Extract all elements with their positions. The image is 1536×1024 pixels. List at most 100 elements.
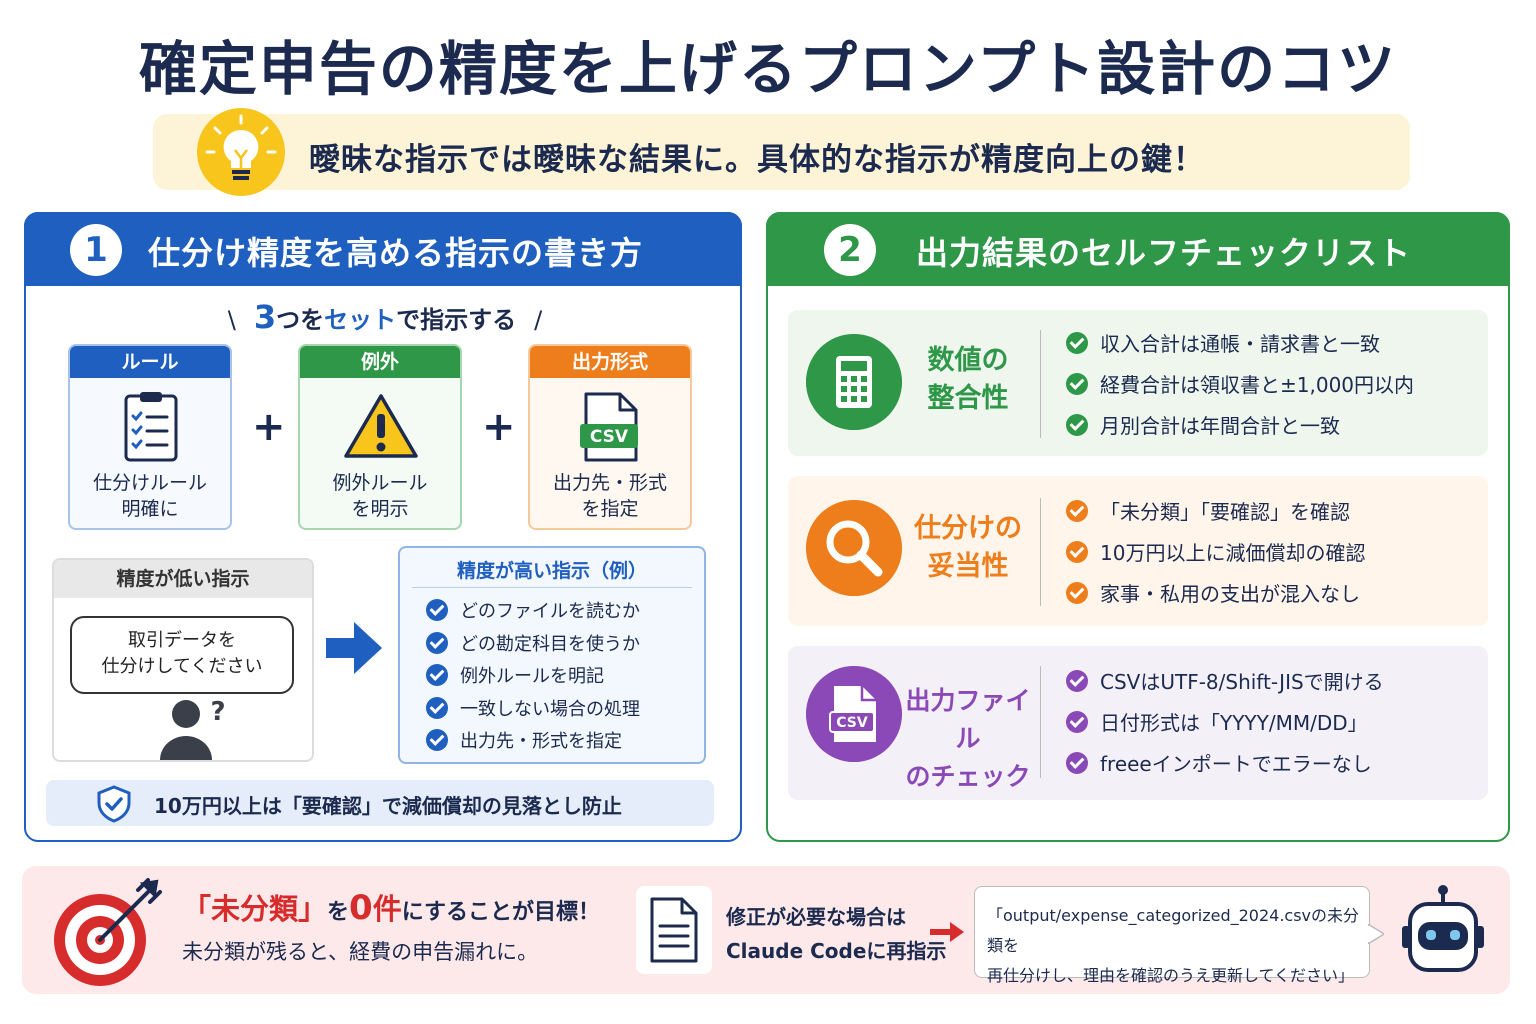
list-item: 「未分類」「要確認」を確認 <box>1066 490 1365 531</box>
list-item: CSVはUTF-8/Shift-JISで開ける <box>1066 660 1384 701</box>
card-rule-line2: 明確に <box>121 498 179 520</box>
goal-headline: 「未分類」を0件にすることが目標！ <box>182 886 600 928</box>
goal-uncategorized: 「未分類」 <box>182 892 328 926</box>
section-label-line1: 出力ファイル <box>905 686 1031 753</box>
panel-instruction-method: 1 仕分け精度を高める指示の書き方 \3つをセットで指示する/ ルール 仕分けル… <box>24 212 742 842</box>
list-item-text: 一致しない場合の処理 <box>460 698 640 720</box>
section-validity-label: 仕分けの 妥当性 <box>914 510 1022 586</box>
low-line2: 仕分けしてください <box>101 656 263 677</box>
plus-sign-1: + <box>252 404 286 450</box>
section-output-label: 出力ファイル のチェック <box>900 682 1036 796</box>
card-exception-text: 例外ルール を明示 <box>300 470 460 522</box>
goal-count-unit: 件 <box>372 892 402 926</box>
card-output-text: 出力先・形式 を指定 <box>530 470 690 522</box>
list-item: 10万円以上に減価償却の確認 <box>1066 531 1365 572</box>
card-rule-head: ルール <box>70 346 230 378</box>
panel2-number: 2 <box>824 224 876 276</box>
depreciation-note: 10万円以上は「要確認」で減価償却の見落とし防止 <box>46 780 714 826</box>
list-item: どの勘定科目を使うか <box>426 627 704 660</box>
checklist-clipboard-icon <box>124 392 178 462</box>
goal-subtext: 未分類が残ると、経費の申告漏れに。 <box>182 940 539 964</box>
list-item-text: 出力先・形式を指定 <box>460 731 622 753</box>
depreciation-note-text: 10万円以上は「要確認」で減価償却の見落とし防止 <box>154 794 622 818</box>
speech-bubble: 取引データを 仕分けしてください <box>70 616 294 694</box>
card-rule: ルール 仕分けルール 明確に <box>68 344 232 530</box>
check-circle-icon <box>1066 499 1088 522</box>
section-label-line1: 仕分けの <box>914 513 1022 544</box>
section-label-line1: 数値の <box>927 345 1009 376</box>
goal-tail: にすることが目標！ <box>401 900 600 925</box>
list-item: どのファイルを読むか <box>426 594 704 627</box>
list-item-text: 収入合計は通帳・請求書と一致 <box>1100 332 1380 356</box>
check-circle-icon <box>426 631 448 654</box>
check-circle-icon <box>1066 669 1088 692</box>
card-rule-text: 仕分けルール 明確に <box>70 470 230 522</box>
card-exception-head: 例外 <box>300 346 460 378</box>
check-circle-icon <box>1066 751 1088 774</box>
check-circle-icon <box>1066 413 1088 436</box>
magnifier-icon <box>806 500 902 596</box>
section-numeric-consistency: 数値の 整合性 収入合計は通帳・請求書と一致 経費合計は領収書と±1,000円以… <box>788 310 1488 456</box>
list-item-text: 経費合計は領収書と±1,000円以内 <box>1100 373 1415 397</box>
lightbulb-icon <box>197 108 285 196</box>
panel1-number: 1 <box>70 224 122 276</box>
check-circle-icon <box>1066 540 1088 563</box>
high-precision-list: どのファイルを読むか どの勘定科目を使うか 例外ルールを明記 一致しない場合の処… <box>400 588 704 757</box>
set-label-text1: つを <box>276 306 325 334</box>
section-label-line2: のチェック <box>905 762 1031 791</box>
command-line2: 再仕分けし、理由を確認のうえ更新してください」 <box>987 966 1355 985</box>
list-item-text: 月別合計は年間合計と一致 <box>1100 414 1340 438</box>
list-item-text: freeeインポートでエラーなし <box>1100 752 1372 776</box>
list-item-text: 10万円以上に減価償却の確認 <box>1100 541 1366 565</box>
set-label-slash-right: / <box>534 306 543 334</box>
page-title: 確定申告の精度を上げるプロンプト設計のコツ <box>138 35 1398 103</box>
example-command-box: 「output/expense_categorized_2024.csvの未分類… <box>974 886 1370 985</box>
shield-check-icon <box>97 785 131 823</box>
csv-file-icon: CSV <box>806 666 902 762</box>
reinstruct-line1: 修正が必要な場合は <box>726 905 906 929</box>
list-item-text: CSVはUTF-8/Shift-JISで開ける <box>1100 670 1384 694</box>
section-numeric-label: 数値の 整合性 <box>914 342 1022 418</box>
set-label-text2: セット <box>324 306 397 334</box>
output-check-list: CSVはUTF-8/Shift-JISで開ける 日付形式は「YYYY/MM/DD… <box>1066 660 1384 783</box>
divider <box>1040 666 1041 778</box>
list-item: 一致しない場合の処理 <box>426 692 704 725</box>
low-line1: 取引データを <box>128 630 236 651</box>
panel2-title: 出力結果のセルフチェックリスト <box>916 234 1412 272</box>
command-line1: 「output/expense_categorized_2024.csvの未分類… <box>987 906 1360 955</box>
set-label: \3つをセットで指示する/ <box>26 298 744 336</box>
check-circle-icon <box>1066 581 1088 604</box>
card-output-head: 出力形式 <box>530 346 690 378</box>
robot-icon <box>1402 885 1484 972</box>
check-circle-icon <box>1066 331 1088 354</box>
panel1-title: 仕分け精度を高める指示の書き方 <box>148 234 644 272</box>
list-item: 経費合計は領収書と±1,000円以内 <box>1066 363 1414 404</box>
panel2-header: 2 出力結果のセルフチェックリスト <box>766 212 1510 286</box>
high-precision-head: 精度が高い指示（例） <box>412 554 692 588</box>
check-circle-icon <box>426 599 448 622</box>
high-precision-example: 精度が高い指示（例） どのファイルを読むか どの勘定科目を使うか 例外ルールを明… <box>398 546 706 764</box>
section-label-line2: 妥当性 <box>927 551 1009 582</box>
panel-self-checklist: 2 出力結果のセルフチェックリスト 数値の 整合性 収入合計は通帳・請求書と一致… <box>766 212 1510 842</box>
reinstruct-line2: Claude Codeに再指示 <box>726 939 947 963</box>
goal-particle: を <box>327 900 350 925</box>
check-circle-icon <box>426 664 448 687</box>
set-label-count: 3 <box>253 298 277 336</box>
card-exception-line1: 例外ルール <box>332 472 428 494</box>
list-item-text: 日付形式は「YYYY/MM/DD」 <box>1100 711 1368 735</box>
list-item-text: 例外ルールを明記 <box>460 666 604 688</box>
check-circle-icon <box>1066 710 1088 733</box>
low-precision-example: 精度が低い指示 取引データを 仕分けしてください ? <box>52 558 314 762</box>
target-arrow-icon <box>54 878 162 986</box>
list-item: 家事・私用の支出が混入なし <box>1066 572 1365 613</box>
goal-zero: 0 <box>349 888 373 928</box>
plus-sign-2: + <box>482 404 516 450</box>
low-precision-head: 精度が低い指示 <box>54 560 312 598</box>
card-output-line1: 出力先・形式 <box>552 472 667 494</box>
calculator-icon <box>806 334 902 430</box>
svg-text:?: ? <box>210 697 225 727</box>
red-arrow-icon <box>930 922 964 942</box>
list-item: 月別合計は年間合計と一致 <box>1066 404 1414 445</box>
csv-icon-label: CSV <box>590 427 629 447</box>
list-item: 日付形式は「YYYY/MM/DD」 <box>1066 701 1384 742</box>
